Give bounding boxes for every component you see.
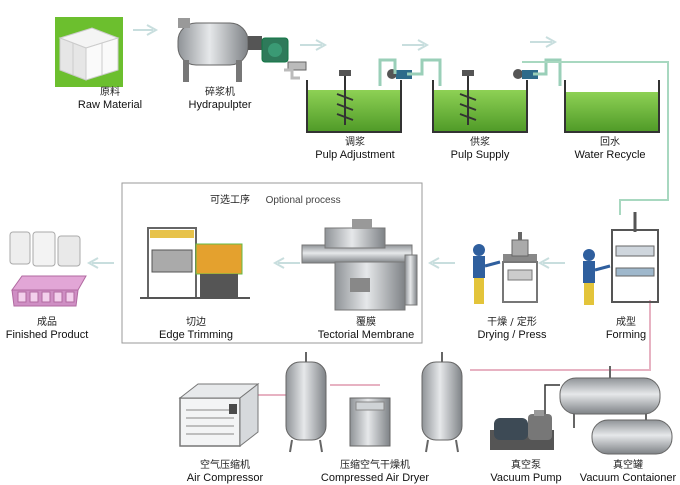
- optional-process-title: 可选工序 Optional process: [210, 191, 341, 206]
- drying-press-label: Drying / Press: [477, 329, 547, 341]
- forming-image: [583, 212, 659, 305]
- arrow-drying-to-optional: [427, 257, 455, 269]
- air-tank-left-image: [285, 352, 327, 453]
- air-tank-right-image: [421, 352, 463, 453]
- edge-trimming-image: [140, 227, 250, 299]
- vacuum-line: [470, 300, 651, 371]
- transfer-pipes: [378, 58, 562, 86]
- pulp-adjustment-label-cn: 调浆: [345, 137, 365, 148]
- edge-trimming-label-cn: 切边: [186, 317, 206, 328]
- flow-arrows: [86, 24, 565, 269]
- finished-product-image: [9, 231, 87, 307]
- finished-product-label: Finished Product: [5, 329, 89, 341]
- raw-material-label: Raw Material: [77, 99, 143, 111]
- optional-process-title-en: Optional process: [265, 195, 341, 206]
- arrow-raw-to-pulper: [133, 24, 159, 36]
- vacuum-container-label-cn: 真空罐: [613, 460, 643, 471]
- water-recycle-label: Water Recycle: [574, 149, 646, 161]
- pulper-outlet-pipe: [284, 68, 300, 80]
- vacuum-to-pump-line: [544, 384, 560, 418]
- drying-press-label-cn: 干燥 / 定形: [487, 317, 537, 328]
- pulp-supply-label-cn: 供浆: [470, 137, 490, 148]
- arrow-supply-to-recycle: [530, 36, 558, 48]
- arrow-forming-to-drying: [537, 257, 565, 269]
- air-compressor-image: [178, 382, 260, 448]
- air-dryer-image: [349, 397, 391, 447]
- pulp-supply-label: Pulp Supply: [450, 149, 510, 161]
- arrow-optional-to-product: [86, 257, 114, 269]
- forming-label-cn: 成型: [616, 317, 636, 328]
- air-compressor-label: Air Compressor: [186, 472, 264, 484]
- drying-press-image: [473, 232, 538, 304]
- vacuum-pump-image: [490, 410, 554, 450]
- raw-material-label-cn: 原料: [100, 87, 120, 98]
- tank-pulp-adjustment: [306, 69, 412, 133]
- vacuum-container-label: Vacuum Contaioner: [579, 472, 677, 484]
- tectorial-membrane-image: [301, 219, 418, 311]
- pulp-adjustment-label: Pulp Adjustment: [315, 149, 395, 161]
- arrow-pulper-out: [300, 39, 328, 51]
- air-dryer-label-cn: 压缩空气干燥机: [340, 460, 410, 471]
- water-recycle-label-cn: 回水: [600, 137, 620, 148]
- tectorial-membrane-label-cn: 覆膜: [356, 317, 376, 328]
- optional-process-box: [121, 182, 423, 344]
- air-dryer-label: Compressed Air Dryer: [320, 472, 430, 484]
- optional-process-title-cn: 可选工序: [210, 195, 250, 206]
- vacuum-pump-label: Vacuum Pump: [490, 472, 562, 484]
- finished-product-label-cn: 成品: [37, 317, 57, 328]
- hydrapulpter-label: Hydrapulpter: [188, 99, 252, 111]
- tectorial-membrane-label: Tectorial Membrane: [317, 329, 415, 341]
- edge-trimming-label: Edge Trimming: [159, 329, 233, 341]
- hydrapulper-image: [177, 18, 307, 82]
- tank-pulp-supply: [432, 69, 538, 133]
- raw-material-image: [55, 17, 123, 87]
- tank-water-recycle: [564, 80, 660, 133]
- forming-label: Forming: [605, 329, 647, 341]
- return-water-line: [522, 61, 669, 215]
- air-compressor-label-cn: 空气压缩机: [200, 460, 250, 471]
- hydrapulpter-label-cn: 碎浆机: [205, 87, 235, 98]
- arrow-adjust-to-supply: [402, 39, 430, 51]
- arrow-membrane-to-trimming: [272, 257, 300, 269]
- vacuum-pump-label-cn: 真空泵: [511, 460, 541, 471]
- vacuum-container-image: [559, 366, 673, 455]
